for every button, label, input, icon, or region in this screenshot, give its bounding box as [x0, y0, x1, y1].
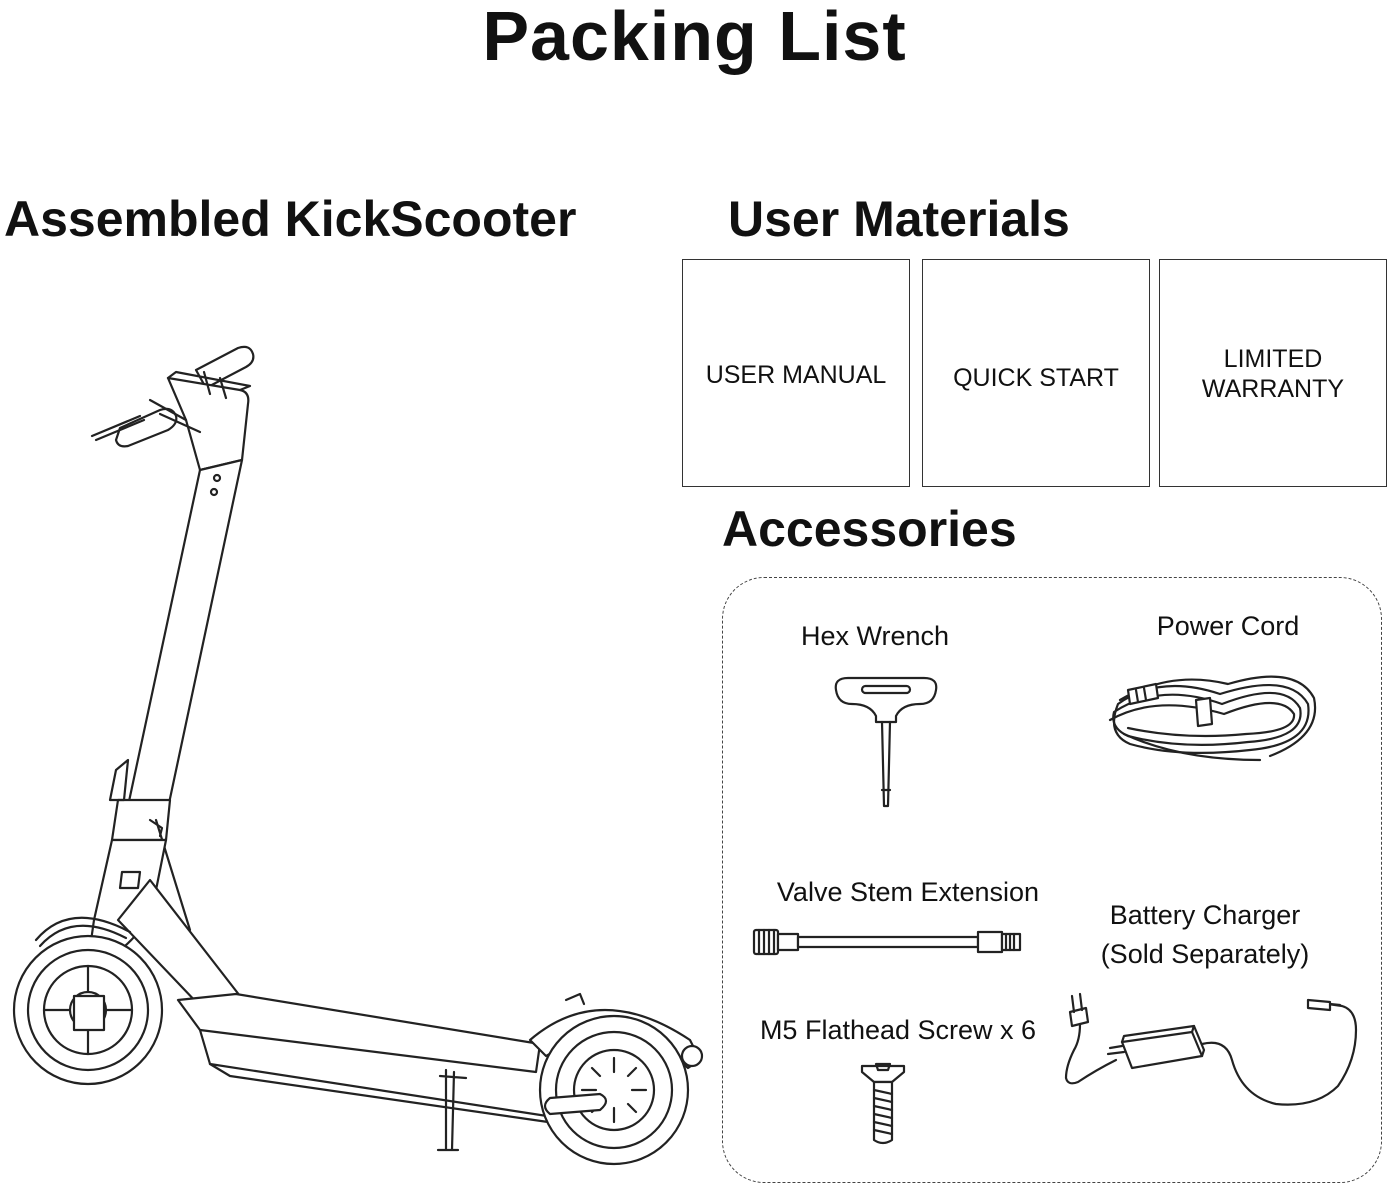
limited-warranty-label-line2: WARRANTY — [1201, 375, 1345, 403]
limited-warranty-label-line1: LIMITED — [1223, 345, 1323, 373]
quick-start-label: QUICK START — [953, 364, 1119, 392]
charger-label-line1: Battery Charger — [1109, 900, 1301, 930]
accessories-heading: Accessories — [722, 501, 1017, 557]
user-manual-box: USER MANUAL — [682, 259, 910, 487]
user-materials-heading: User Materials — [728, 191, 1070, 247]
flathead-screw-icon — [860, 1062, 906, 1145]
charger-label-line2: (Sold Separately) — [1100, 939, 1310, 969]
power-cord-label: Power Cord — [1156, 611, 1300, 641]
power-cord-icon — [1108, 675, 1317, 762]
screw-label: M5 Flathead Screw x 6 — [759, 1015, 1037, 1045]
battery-charger-icon — [1064, 992, 1358, 1106]
valve-stem-extension-icon — [752, 928, 1022, 956]
user-manual-label: USER MANUAL — [705, 361, 887, 389]
page-title: Packing List — [482, 0, 907, 75]
valve-stem-label: Valve Stem Extension — [776, 877, 1040, 907]
hex-wrench-label: Hex Wrench — [800, 621, 950, 651]
limited-warranty-box: LIMITED WARRANTY — [1159, 259, 1387, 487]
scooter-heading: Assembled KickScooter — [4, 191, 577, 247]
accessories-frame — [722, 577, 1382, 1183]
kick-scooter-illustration — [12, 345, 704, 1166]
hex-wrench-icon — [834, 676, 938, 808]
quick-start-box: QUICK START — [922, 259, 1150, 487]
